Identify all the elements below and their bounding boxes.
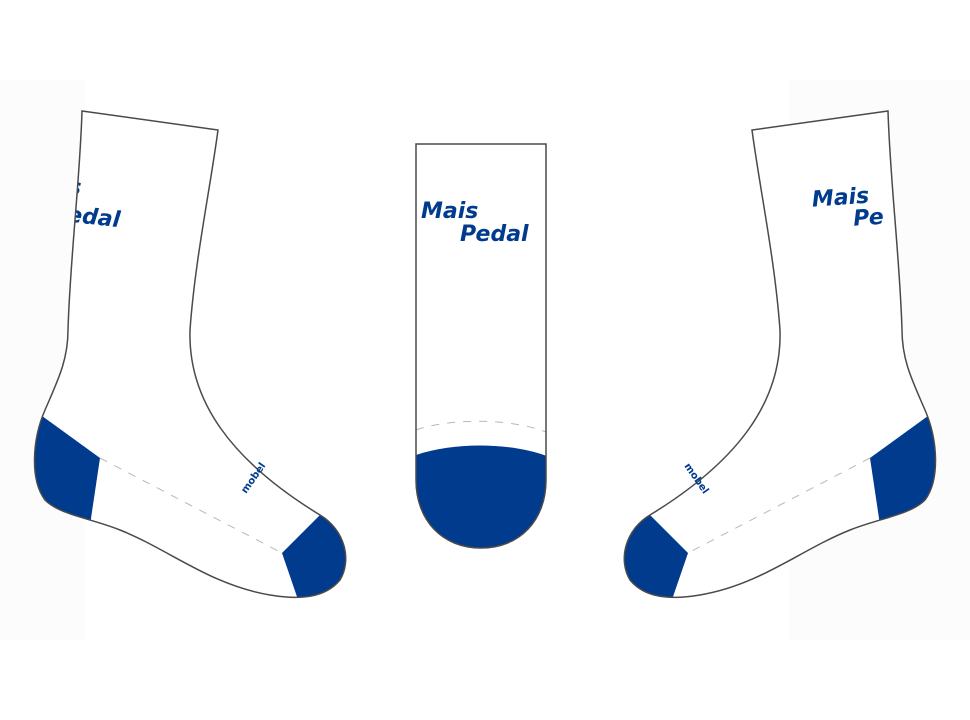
left-toe-accent xyxy=(282,515,346,598)
left-stitch-line xyxy=(99,457,283,554)
right-toe-accent xyxy=(624,515,688,598)
left-sock: s edal mobel xyxy=(33,110,347,599)
svg-text:Mais: Mais xyxy=(811,184,870,213)
right-sock: Mais Pe mobel xyxy=(623,110,937,599)
front-logo: Mais Pedal xyxy=(421,199,529,247)
right-logo: Mais Pe xyxy=(811,184,885,232)
svg-text:Mais: Mais xyxy=(421,199,478,224)
right-stitch-line xyxy=(687,457,871,554)
svg-text:Pedal: Pedal xyxy=(460,222,529,247)
svg-text:Pe: Pe xyxy=(852,205,884,232)
svg-text:s: s xyxy=(67,175,83,201)
front-toe-accent xyxy=(416,445,546,548)
front-sock: Mais Pedal xyxy=(415,143,547,549)
front-stitch-line xyxy=(415,420,547,433)
